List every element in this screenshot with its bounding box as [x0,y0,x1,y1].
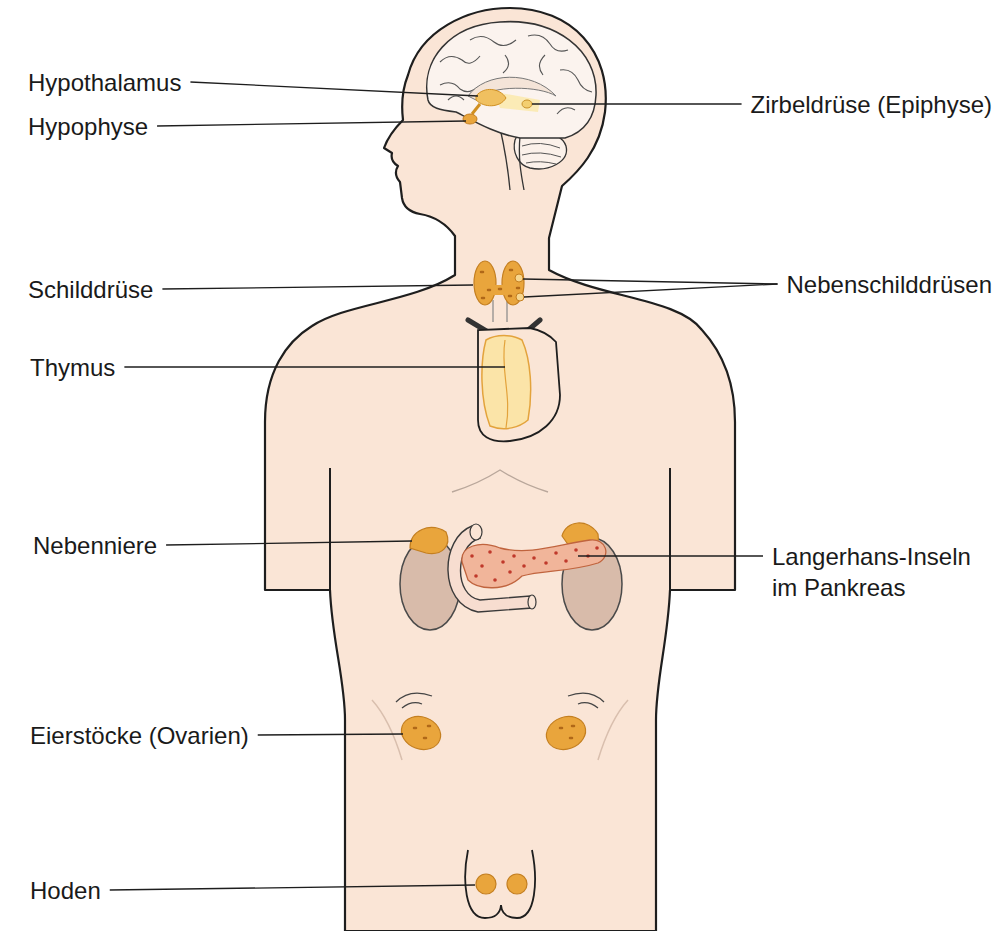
gland-label: Nebenniere [33,530,157,561]
gland-label: Langerhans-Inseln im Pankreas [772,541,994,603]
gland-label: Hoden [30,875,101,906]
islet-dot [574,548,578,552]
ovary [397,711,446,755]
arm-inner-edge [669,468,671,590]
trachea [493,300,507,322]
gland-label: Hypothalamus [28,67,181,98]
islet-dot [564,559,568,563]
leader-line [124,366,505,367]
islet-dot [508,570,512,574]
islet-dot [554,551,558,555]
cerebrum [427,22,596,138]
body-outline [265,8,735,931]
thymus-lobe [504,340,508,428]
islet-dot [501,560,505,564]
testis [507,874,527,894]
islet-dots [470,546,599,582]
thyroid-lobe [502,261,524,305]
leader-line [157,121,466,126]
pineal [522,100,532,108]
islet-dot [474,574,478,578]
leader-line [162,285,473,289]
cerebellum-fold [522,143,561,164]
fallopian-fimbriae [568,693,604,708]
islet-dot [595,546,599,550]
leader-line [524,284,778,297]
leader-line [110,885,475,890]
thyroid-spots [481,270,519,298]
ovary-spots [414,726,574,738]
arm-inner-edge [329,468,331,590]
islet-dot [544,561,548,565]
islet-dot [488,550,492,554]
parathyroid [516,293,524,301]
heart [478,328,560,441]
groin-line [598,700,628,760]
leader-line [532,103,742,104]
islet-dot [532,556,536,560]
genital-outline [465,850,535,918]
pancreas [462,540,606,588]
leader-lines [110,82,778,890]
parathyroid [515,274,523,282]
gland-label: Hypophyse [28,111,148,142]
hypothalamus [476,89,506,105]
gland-label: Eierstöcke (Ovarien) [30,720,249,751]
duodenum-end [470,524,482,540]
gland-label: Thymus [30,352,115,383]
brain-gyri [440,35,592,114]
fallopian-fimbriae [396,693,432,708]
leader-line [523,279,778,284]
ribcage-edge [452,470,548,492]
adrenal-gland [410,528,448,554]
pituitary [463,114,477,124]
duodenum-end [528,595,536,609]
pituitary-stalk [472,104,480,114]
leader-line [190,82,478,96]
gland-label: Zirbeldrüse (Epiphyse) [751,89,992,120]
groin-line [372,700,402,760]
leader-line [258,734,403,735]
leader-line [166,541,412,545]
islet-dot [512,554,516,558]
islet-dot [493,578,497,582]
leader-line [578,555,763,556]
gland-label: Nebenschilddrüsen [787,269,992,300]
testis [476,874,496,894]
islet-dot [522,564,526,568]
thymus [482,336,531,429]
islet-dot [470,554,474,558]
islet-dot [480,564,484,568]
ovary [542,711,591,755]
gland-label: Schilddrüse [28,274,153,305]
